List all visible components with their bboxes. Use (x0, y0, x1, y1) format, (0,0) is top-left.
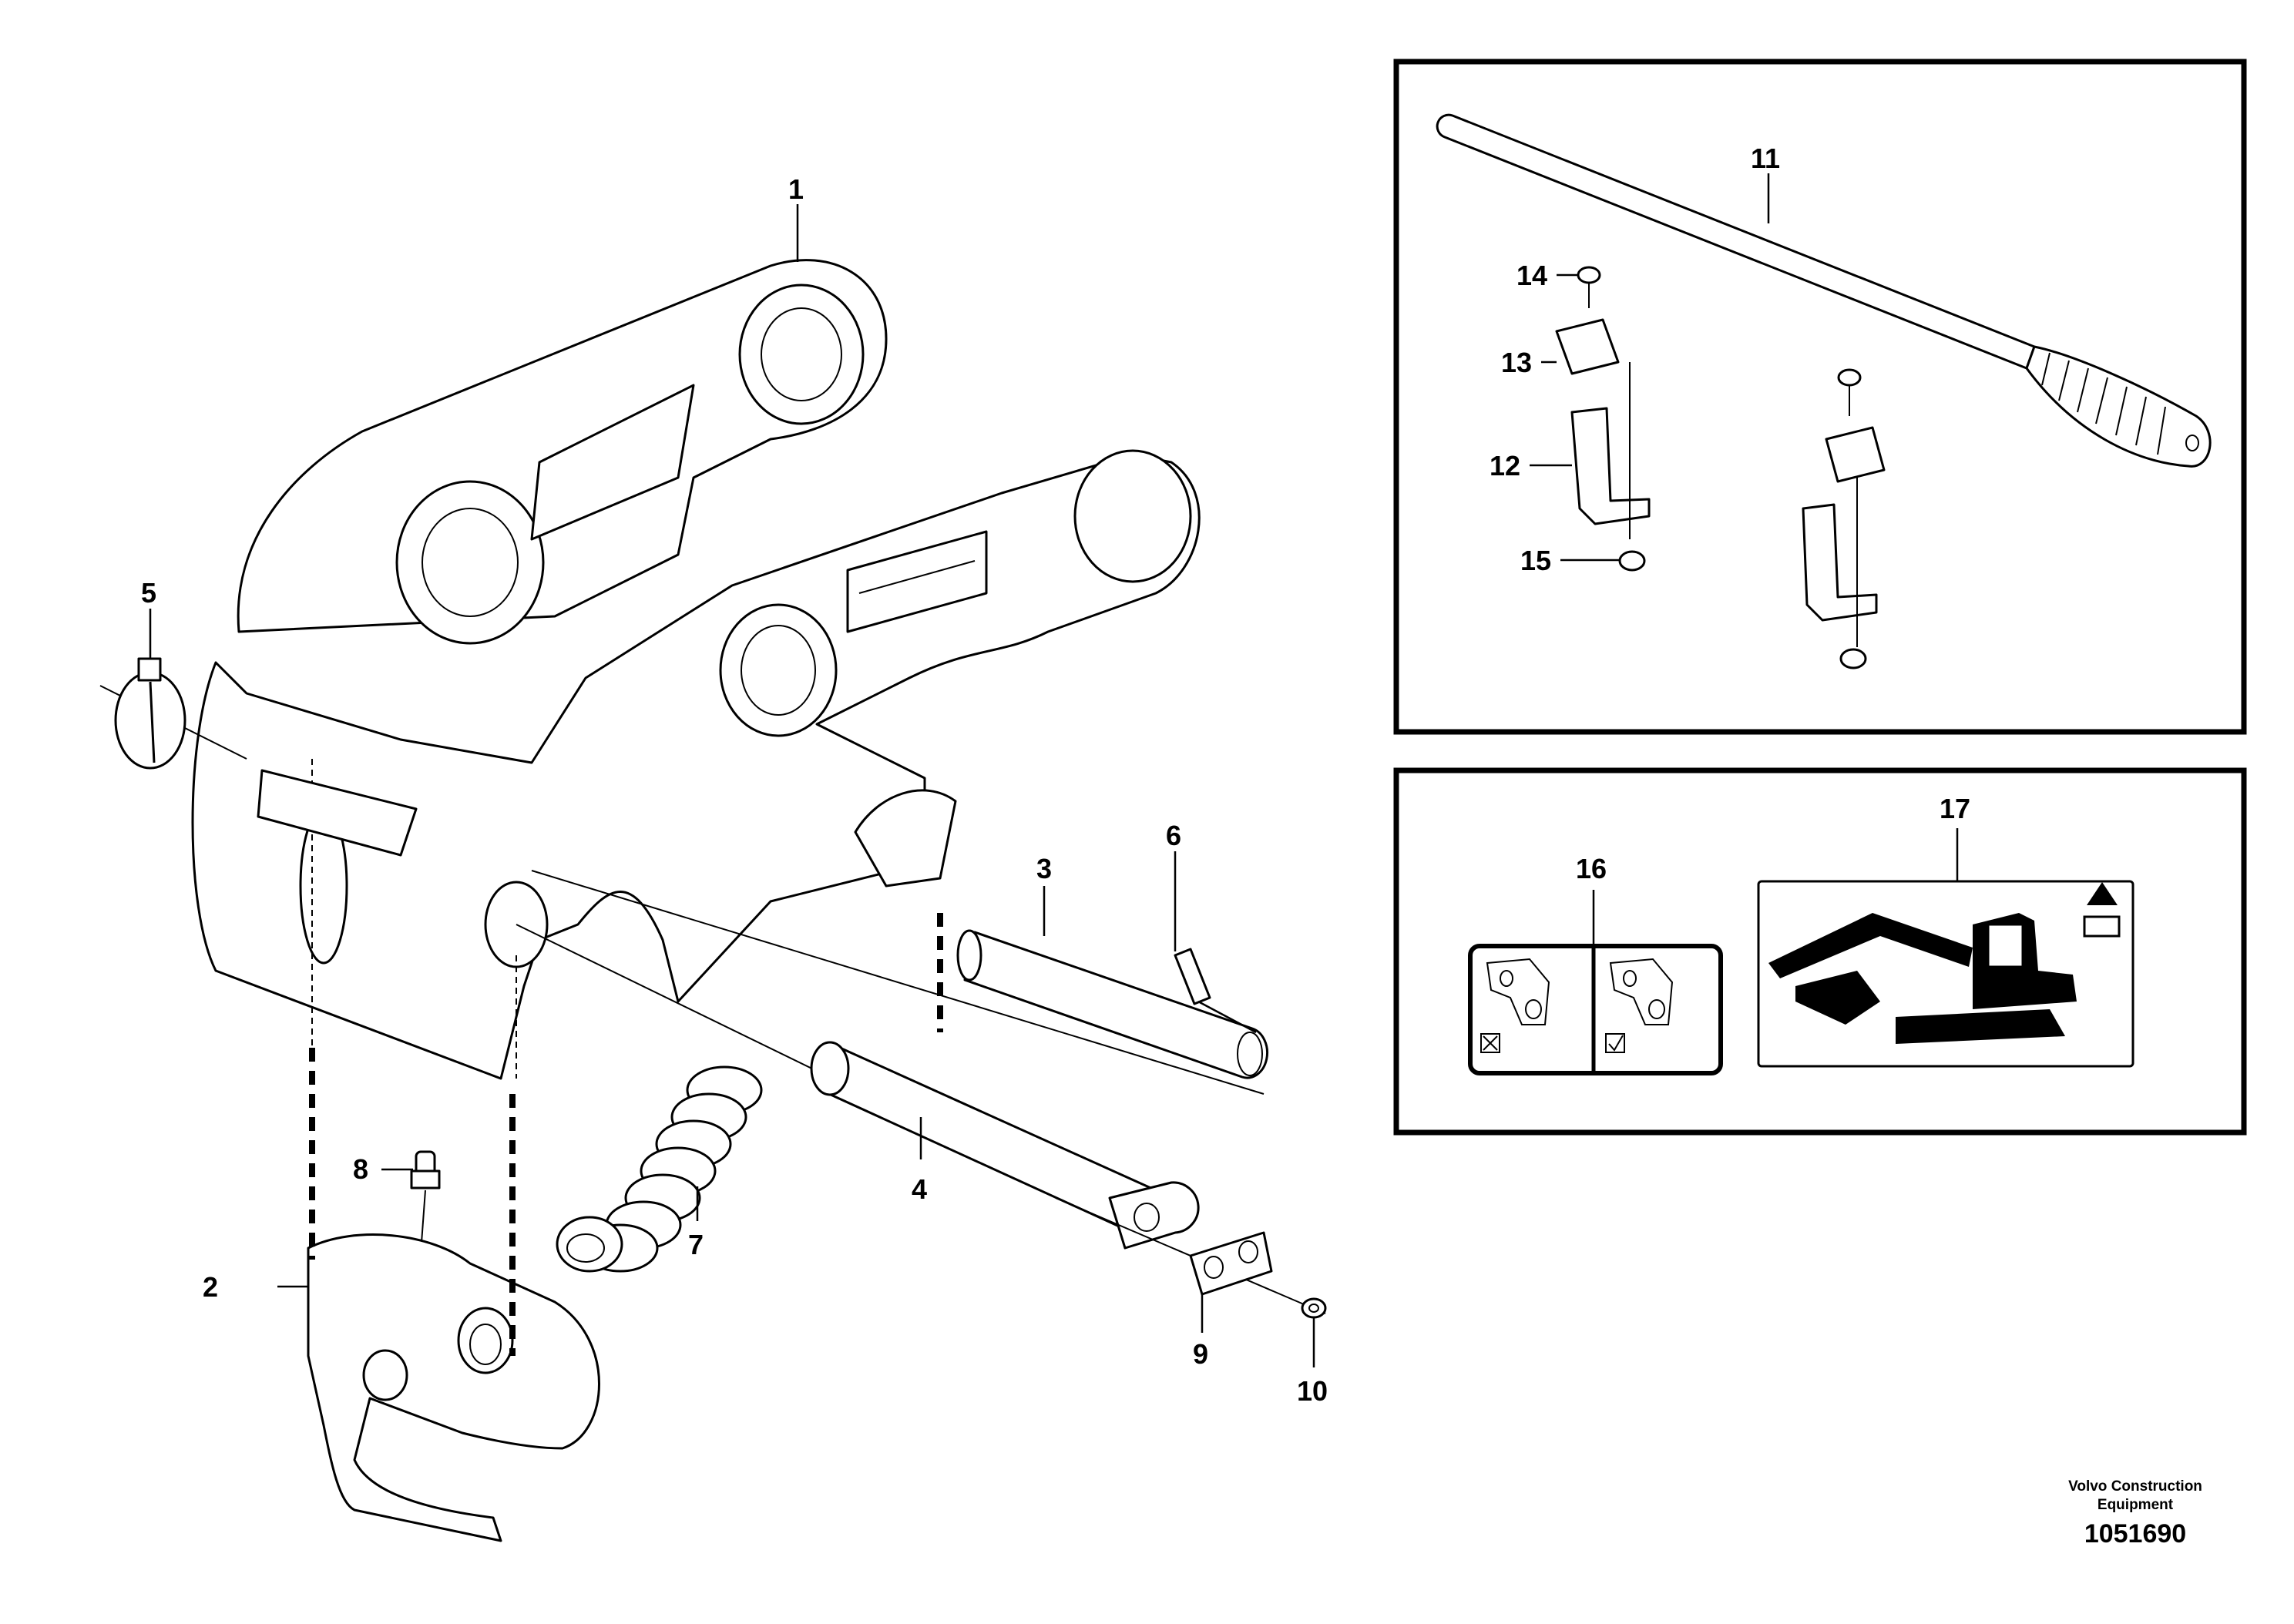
company-name: Volvo Construction Equipment (2068, 1478, 2202, 1513)
callout-13: 13 (1501, 347, 1532, 378)
holder-set-b (1802, 368, 1886, 669)
callout-8: 8 (353, 1153, 368, 1185)
spring-part (556, 1065, 763, 1273)
holder-set-a (1555, 266, 1651, 572)
lynch-pin-part (99, 657, 247, 770)
callout-12: 12 (1490, 450, 1520, 481)
tool-bar-part (1436, 113, 2212, 468)
latch-part (307, 1233, 600, 1542)
callout-10: 10 (1297, 1375, 1328, 1407)
drawing-number: 1051690 (2084, 1519, 2187, 1549)
leader-lines (149, 204, 1315, 1367)
pin-lower-part (516, 924, 1200, 1250)
screw-part (1301, 1297, 1327, 1319)
callout-7: 7 (688, 1229, 704, 1260)
callout-4: 4 (912, 1173, 927, 1205)
callout-9: 9 (1193, 1338, 1208, 1370)
callout-1: 1 (788, 173, 804, 205)
decal-17-part (1757, 880, 2134, 1068)
inset-decals: 16 17 (1393, 767, 2247, 1136)
callout-2: 2 (203, 1271, 218, 1303)
callout-6: 6 (1166, 820, 1181, 851)
callout-3: 3 (1036, 853, 1052, 884)
decal-16-part (1468, 944, 1723, 1075)
roll-pin-part (1174, 948, 1257, 1034)
callout-17: 17 (1940, 793, 1970, 824)
coupler-frame-part (191, 259, 1201, 1080)
inset-tool-holder: 11 14 13 12 15 (1393, 59, 2247, 735)
lock-plate-part (1055, 1197, 1326, 1314)
callout-16: 16 (1576, 853, 1607, 884)
callout-11: 11 (1751, 143, 1780, 174)
callout-5: 5 (141, 577, 156, 609)
callout-14: 14 (1516, 260, 1547, 291)
callout-15: 15 (1520, 545, 1551, 576)
pin-upper-part (531, 870, 1269, 1095)
